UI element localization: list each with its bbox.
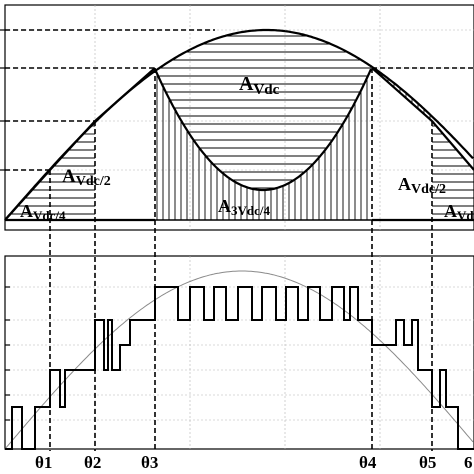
band-lower-left [4,67,156,221]
bottom-axis-ticks [5,286,10,421]
top-axis-ticks [0,29,6,171]
label-a-3vdc-quarter: A3Vdc/4 [218,196,271,218]
theta6-partial-label: 6 [464,453,473,472]
label-a-vdc-half-left: AVdc/2 [62,166,111,189]
theta3-label: θ3 [141,453,158,472]
label-a-vdc-quarter-right: AVdc/ [444,201,474,223]
label-a-vdc-half-right: AVdc/2 [398,174,446,197]
hatched-regions [11,35,474,220]
theta1-label: θ1 [35,453,52,472]
angle-labels: θ1 θ2 θ3 θ4 θ5 6 [35,453,473,472]
label-a-vdc-quarter-left: AVdc/4 [20,201,66,223]
angle-markers [49,68,433,451]
theta4-label: θ4 [359,453,377,472]
top-grid [5,5,474,230]
theta5-label: θ5 [419,453,436,472]
lower-valley-curve [153,68,373,192]
bottom-panel [4,255,474,450]
top-panel: AVdc AVdc/2 AVdc/4 A3Vdc/4 AVdc/2 AVdc/ [0,4,474,231]
level-dashed-lines [5,29,474,171]
reference-sine-wave [4,270,474,450]
theta2-label: θ2 [84,453,101,472]
label-a-vdc: AVdc [239,73,280,98]
band-outlines [4,28,474,222]
